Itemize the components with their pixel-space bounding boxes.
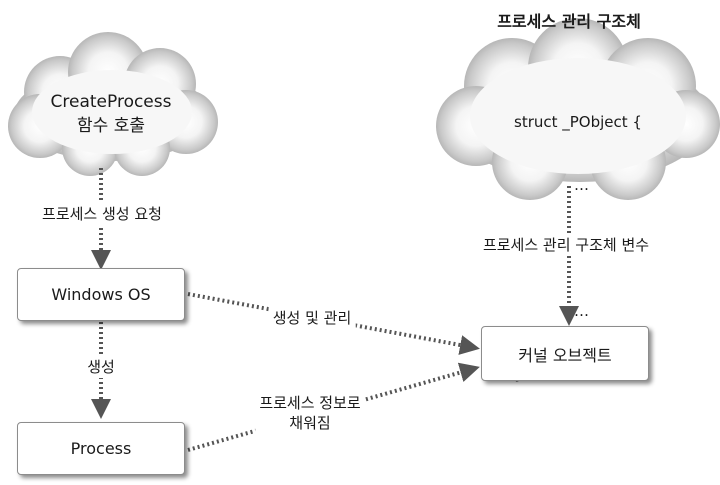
left-cloud bbox=[8, 32, 218, 176]
process-label: Process bbox=[70, 439, 132, 458]
left-cloud-text: CreateProcess 함수 호출 bbox=[51, 90, 172, 138]
create-process-label: CreateProcess bbox=[50, 92, 172, 112]
code-line: … bbox=[574, 302, 589, 320]
windows-os-label: Windows OS bbox=[51, 285, 151, 304]
code-line: … bbox=[574, 176, 589, 194]
kernel-object-box[interactable]: 커널 오브젝트 bbox=[481, 326, 649, 381]
windows-os-box[interactable]: Windows OS bbox=[17, 268, 185, 321]
edge-label-struct-var: 프로세스 관리 구조체 변수 bbox=[478, 234, 654, 256]
edge-label-fill: 프로세스 정보로 채워짐 bbox=[255, 392, 365, 434]
struct-title: 프로세스 관리 구조체 bbox=[497, 12, 641, 31]
edge-label-create-manage: 생성 및 관리 bbox=[268, 307, 356, 329]
edge-label-fill-line2: 채워짐 bbox=[289, 414, 331, 432]
code-line: struct _PObject { bbox=[514, 113, 642, 131]
edge-label-fill-line1: 프로세스 정보로 bbox=[259, 394, 361, 412]
right-cloud bbox=[436, 18, 720, 200]
process-box[interactable]: Process bbox=[17, 422, 185, 475]
function-call-label: 함수 호출 bbox=[77, 116, 145, 136]
edge-label-request: 프로세스 생성 요청 bbox=[38, 203, 166, 225]
edge-label-create: 생성 bbox=[83, 356, 119, 378]
kernel-object-label: 커널 오브젝트 bbox=[518, 345, 612, 365]
